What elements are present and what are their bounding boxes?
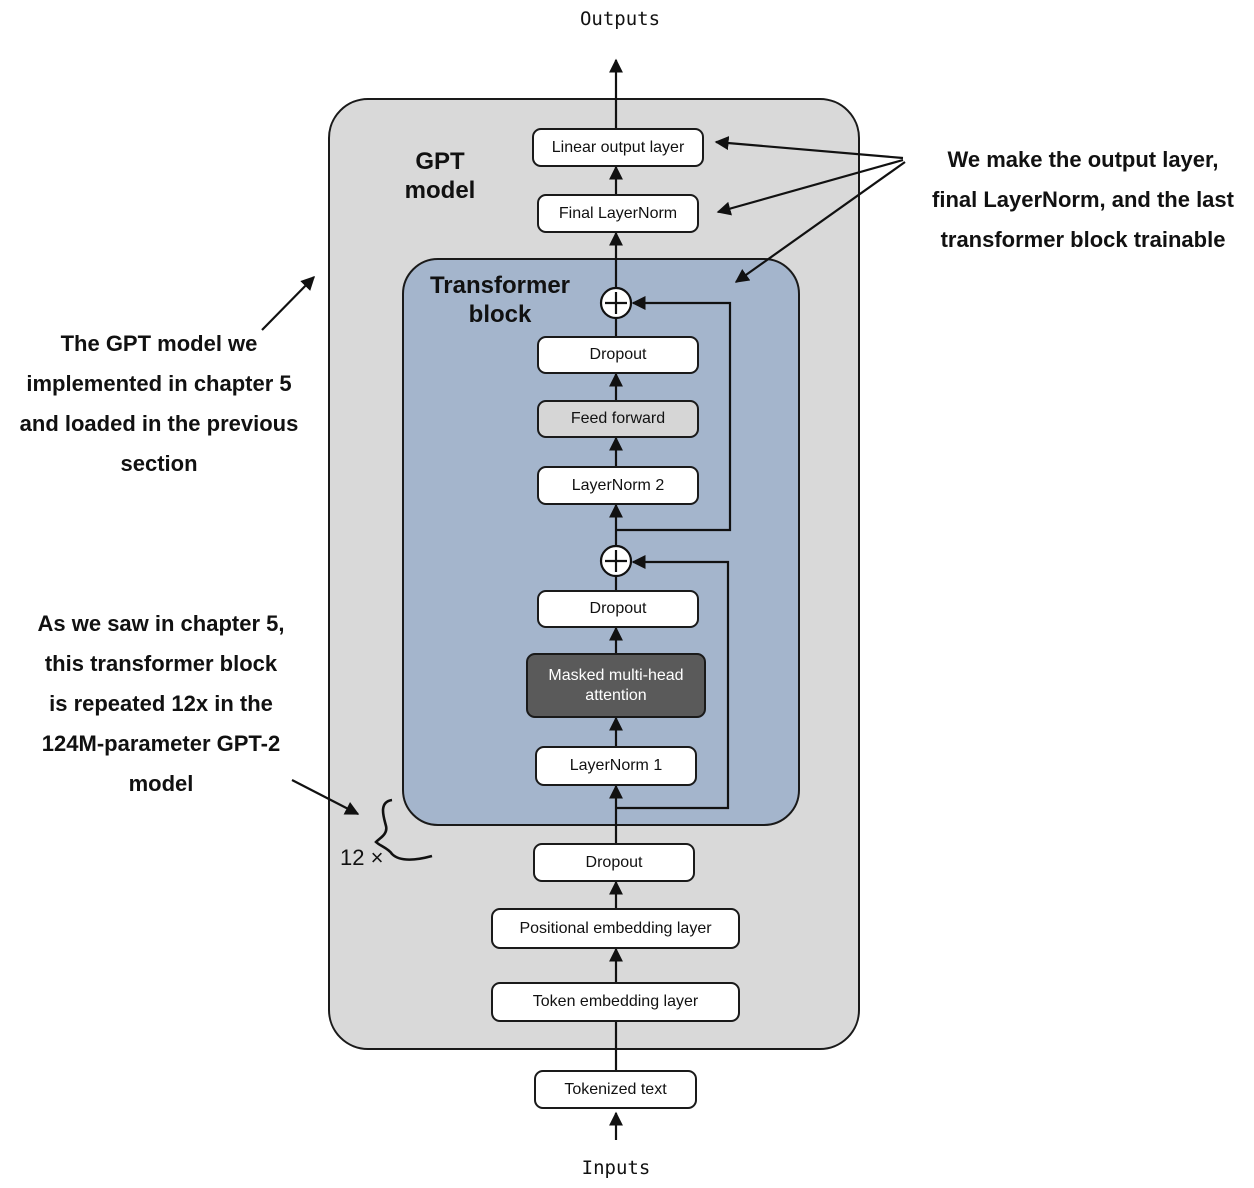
- token-embedding-layer-box: Token embedding layer: [491, 982, 740, 1022]
- final-layernorm-box: Final LayerNorm: [537, 194, 699, 233]
- callout-arrow-transformer-block: [734, 161, 906, 283]
- tokenized-text-box: Tokenized text: [534, 1070, 697, 1109]
- dropout-box-1: Dropout: [537, 590, 699, 628]
- dropout-box-embedding: Dropout: [533, 843, 695, 882]
- callout-arrow-gpt-model: [261, 276, 315, 331]
- residual-shortcut-2: [616, 296, 732, 532]
- repeat-count-label: 12 ×: [340, 845, 384, 870]
- repeat-brace-icon: [374, 798, 433, 861]
- trainable-layers-annotation: We make the output layer, final LayerNor…: [932, 147, 1234, 252]
- add-node-1: [599, 544, 633, 578]
- masked-multi-head-attention-box: Masked multi-head attention: [526, 653, 706, 718]
- feed-forward-box: Feed forward: [537, 400, 699, 438]
- transformer-block-title: Transformer block: [429, 272, 571, 328]
- repeated-block-annotation: As we saw in chapter 5, this transformer…: [37, 611, 285, 796]
- layernorm-1-box: LayerNorm 1: [535, 746, 697, 786]
- dropout-box-2: Dropout: [537, 336, 699, 374]
- add-node-2: [599, 286, 633, 320]
- callout-arrow-repeat: [291, 779, 360, 815]
- positional-embedding-layer-box: Positional embedding layer: [491, 908, 740, 949]
- layernorm-2-box: LayerNorm 2: [537, 466, 699, 505]
- inputs-label: Inputs: [581, 1157, 651, 1179]
- outputs-label: Outputs: [579, 8, 661, 30]
- gpt-model-title: GPT model: [404, 148, 476, 204]
- residual-shortcut-1: [616, 555, 730, 810]
- callout-arrow-final-norm: [716, 158, 904, 216]
- gpt-model-annotation: The GPT model we implemented in chapter …: [19, 331, 299, 476]
- linear-output-layer-box: Linear output layer: [532, 128, 704, 167]
- callout-arrow-linear-output: [714, 136, 904, 160]
